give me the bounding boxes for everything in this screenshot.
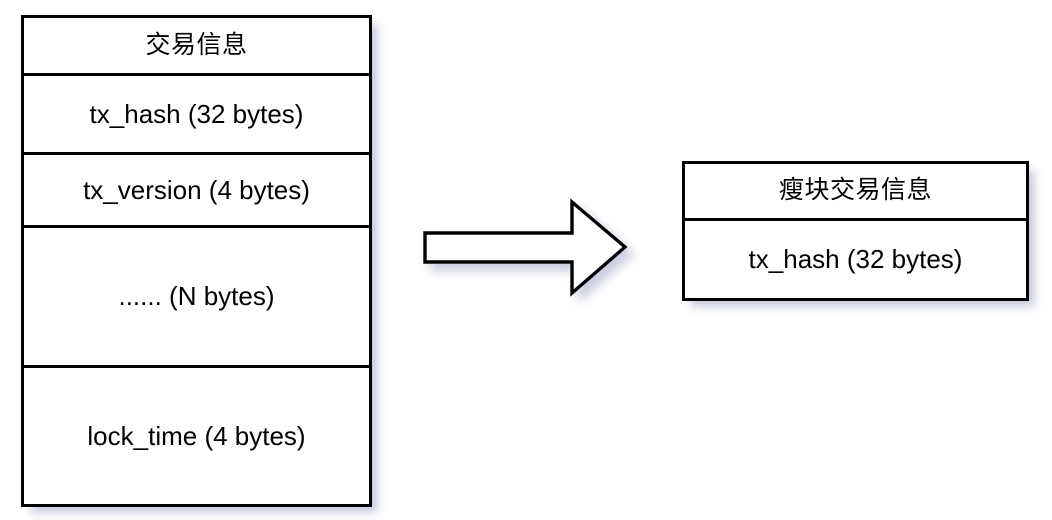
table-row: tx_hash (32 bytes) <box>24 76 369 155</box>
transaction-info-table: 交易信息 tx_hash (32 bytes) tx_version (4 by… <box>21 15 372 507</box>
table-row: tx_hash (32 bytes) <box>685 221 1026 298</box>
table-row: lock_time (4 bytes) <box>24 368 369 504</box>
thin-block-transaction-info-table: 瘦块交易信息 tx_hash (32 bytes) <box>682 161 1029 301</box>
right-block-arrow-icon <box>415 192 640 304</box>
thin-block-transaction-info-table-title: 瘦块交易信息 <box>685 164 1026 221</box>
transaction-info-table-title: 交易信息 <box>24 18 369 76</box>
table-row: tx_version (4 bytes) <box>24 155 369 228</box>
table-row: ...... (N bytes) <box>24 228 369 368</box>
